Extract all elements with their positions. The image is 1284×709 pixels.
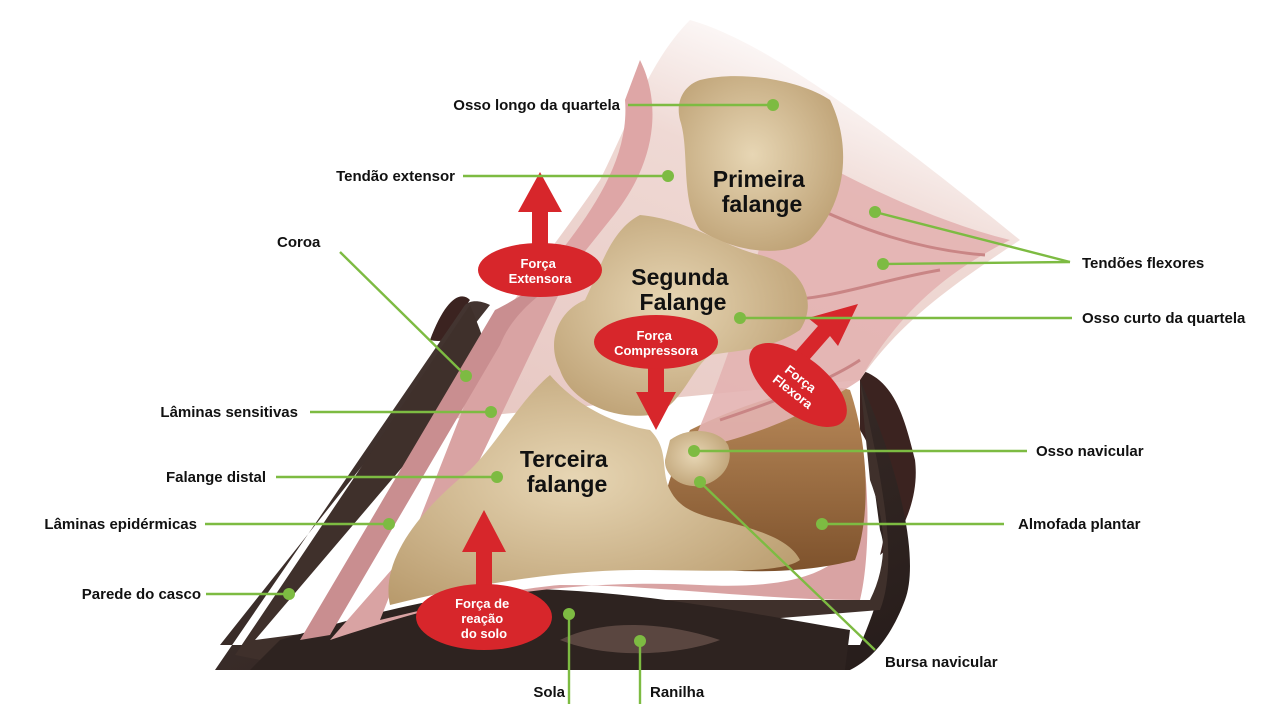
compressive-force-line2: Compressora <box>614 343 699 358</box>
dot-osso-navicular <box>688 445 700 457</box>
label-sola: Sola <box>533 684 565 701</box>
third-phalanx-label: Terceira falange <box>520 446 614 497</box>
dot-laminas-sensitivas <box>485 406 497 418</box>
dot-tendoes-flexores-1 <box>869 206 881 218</box>
label-almofada-plantar: Almofada plantar <box>1018 516 1141 533</box>
first-phalanx-label: Primeira falange <box>713 166 811 217</box>
ground-reaction-line1: Força de <box>455 596 509 611</box>
label-osso-curto: Osso curto da quartela <box>1082 310 1246 327</box>
dot-tendao-extensor <box>662 170 674 182</box>
dot-coroa <box>460 370 472 382</box>
dot-laminas-epidermicas <box>383 518 395 530</box>
second-phalanx-line1: Segunda <box>631 264 728 290</box>
first-phalanx-line2: falange <box>722 191 803 217</box>
first-phalanx <box>679 76 843 251</box>
ground-reaction-line3: do solo <box>461 626 507 641</box>
label-osso-navicular: Osso navicular <box>1036 443 1144 460</box>
ground-reaction-label: Força de reação do solo <box>455 596 513 641</box>
extensor-force-line1: Força <box>520 256 556 271</box>
dot-tendoes-flexores-2 <box>877 258 889 270</box>
dot-bursa-navicular <box>694 476 706 488</box>
second-phalanx-label: Segunda Falange <box>631 264 735 315</box>
label-falange-distal: Falange distal <box>166 469 266 486</box>
dot-parede-casco <box>283 588 295 600</box>
label-laminas-sensitivas: Lâminas sensitivas <box>160 404 298 421</box>
label-osso-longo: Osso longo da quartela <box>453 97 620 114</box>
dot-falange-distal <box>491 471 503 483</box>
second-phalanx-line2: Falange <box>640 289 727 315</box>
label-tendoes-flexores: Tendões flexores <box>1082 255 1204 272</box>
compressive-force-line1: Força <box>636 328 672 343</box>
label-coroa: Coroa <box>277 234 321 251</box>
dot-ranilha <box>634 635 646 647</box>
label-laminas-epidermicas: Lâminas epidérmicas <box>44 516 197 533</box>
dot-sola <box>563 608 575 620</box>
dot-osso-longo <box>767 99 779 111</box>
extensor-force-line2: Extensora <box>509 271 573 286</box>
label-ranilha: Ranilha <box>650 684 705 701</box>
label-tendao-extensor: Tendão extensor <box>336 168 455 185</box>
dot-osso-curto <box>734 312 746 324</box>
label-parede-casco: Parede do casco <box>82 586 201 603</box>
third-phalanx-line1: Terceira <box>520 446 608 472</box>
third-phalanx-line2: falange <box>527 471 608 497</box>
first-phalanx-line1: Primeira <box>713 166 805 192</box>
dot-almofada-plantar <box>816 518 828 530</box>
ground-reaction-line2: reação <box>461 611 503 626</box>
label-bursa-navicular: Bursa navicular <box>885 654 998 671</box>
